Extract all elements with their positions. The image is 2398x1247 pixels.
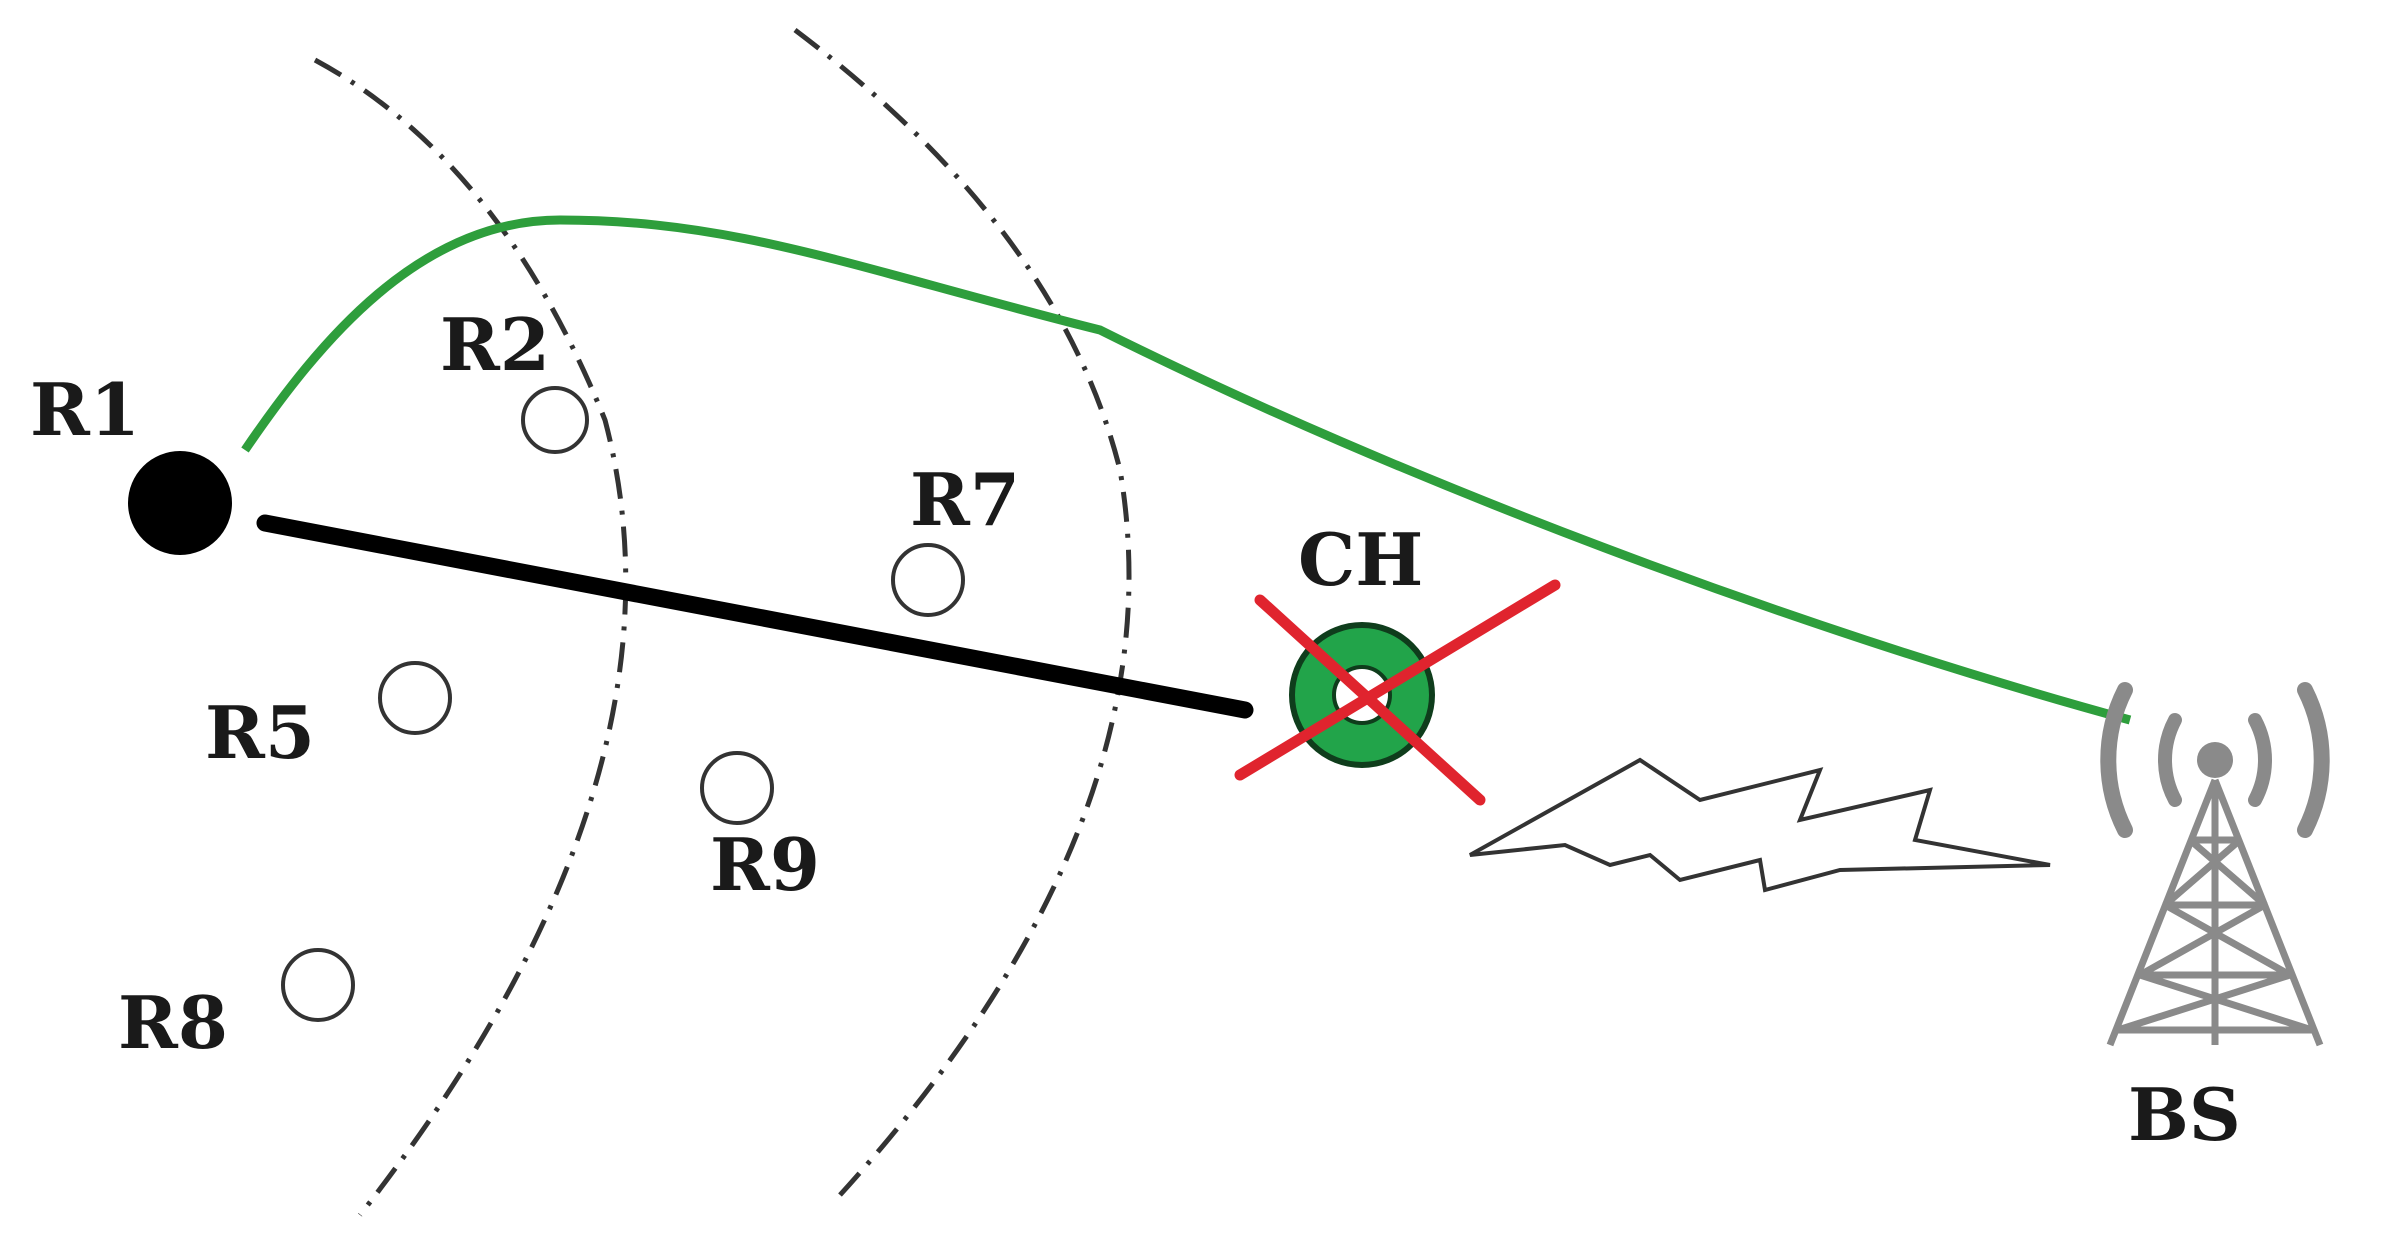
sensor-node-r5: [378, 661, 452, 735]
range-arc-outer: [793, 28, 1132, 1197]
label-r5: R5: [205, 690, 315, 775]
source-node-r1: [128, 451, 232, 555]
failed-link: [256, 514, 1254, 719]
sensor-node-r8: [281, 948, 355, 1022]
label-r1: R1: [30, 367, 140, 452]
range-arc-inner: [313, 57, 629, 1217]
label-r7: R7: [910, 457, 1020, 542]
sensor-node-r2: [521, 386, 589, 454]
alternate-path: [241, 215, 2132, 725]
label-r2: R2: [440, 302, 550, 387]
sensor-node-r9: [700, 751, 774, 825]
lightning-bolt-icon: [1469, 757, 2051, 893]
radio-tower-icon: [2100, 682, 2330, 1047]
label-ch: CH: [1298, 517, 1423, 602]
label-bs: BS: [2128, 1072, 2241, 1157]
sensor-node-r7: [891, 543, 965, 617]
label-r8: R8: [118, 980, 228, 1065]
cross-icon: [1234, 579, 1561, 806]
label-r9: R9: [710, 822, 820, 907]
